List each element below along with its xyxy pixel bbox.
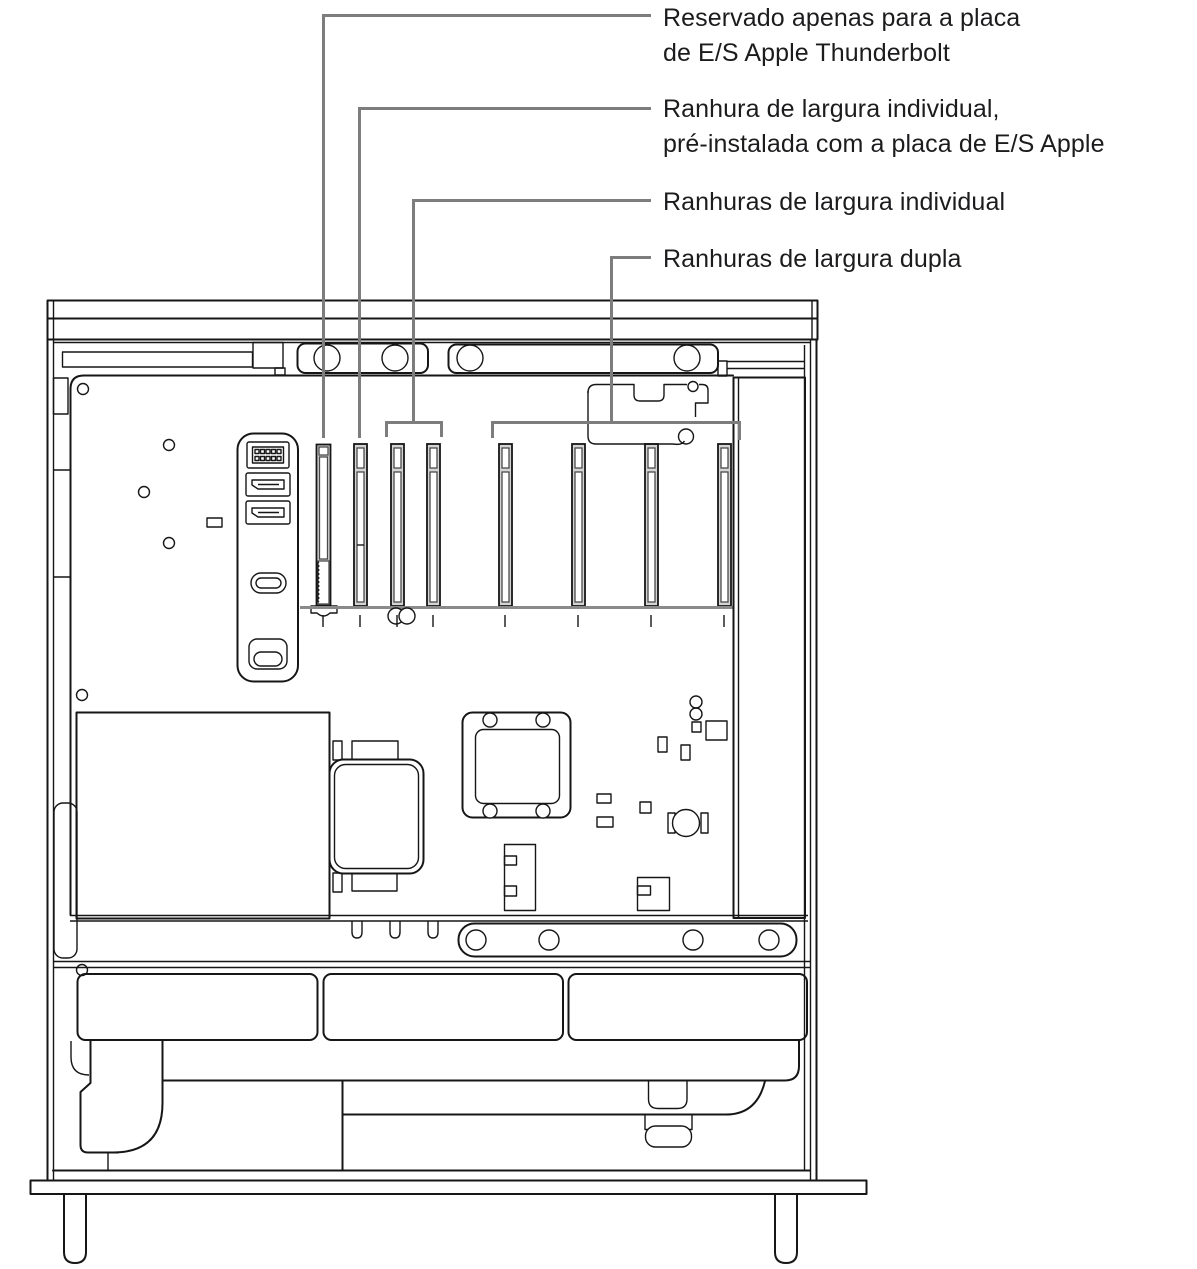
screw-hole	[75, 688, 89, 702]
thunderbolt-port-icon	[248, 638, 288, 670]
callout-label-single-wide: Ranhuras de largura individual	[663, 185, 1005, 220]
main-panel	[69, 374, 734, 977]
slot-latch-cutout	[587, 380, 709, 446]
cpu-bracket	[461, 711, 572, 819]
pcie-slot-8	[717, 443, 732, 607]
label-line: Ranhura de largura individual,	[663, 95, 1000, 123]
screw-hole	[162, 438, 176, 452]
bottom-latch	[644, 1113, 693, 1148]
pcie-slot-6	[571, 443, 586, 607]
usb-c-port-icon	[250, 572, 287, 594]
pcie-slot-2	[353, 443, 368, 607]
heatsink	[328, 740, 425, 893]
pcie-slot-3	[390, 443, 405, 607]
latch-bar-left	[296, 342, 429, 374]
callout-label-double-wide: Ranhuras de largura dupla	[663, 242, 962, 277]
fan-module-2	[322, 973, 564, 1041]
displayport-icon	[245, 500, 291, 525]
callout-label-thunderbolt-io: Reservado apenas para a placa de E/S App…	[663, 1, 1020, 71]
pcie-slot-5	[498, 443, 513, 607]
leader-double-wide-bracket	[491, 256, 741, 440]
leader-single-preinstalled	[358, 107, 651, 438]
label-line: Reservado apenas para a placa	[663, 4, 1021, 32]
screw-hole	[162, 536, 176, 550]
slot-position-ticks	[322, 615, 725, 627]
left-duct-tab	[53, 802, 78, 959]
mid-band	[53, 914, 810, 969]
power-connector	[503, 843, 537, 912]
pcie-slot-1-thunderbolt-io	[310, 443, 338, 617]
screw-bar	[457, 922, 798, 958]
pcie-slot-4	[426, 443, 441, 607]
top-cap	[46, 299, 819, 341]
io-port-column	[236, 432, 299, 683]
fan-module-1	[76, 973, 319, 1041]
latch-bar-right	[447, 343, 719, 374]
power-supply	[75, 711, 331, 920]
screw-hole	[137, 485, 151, 499]
label-line: Ranhuras de largura dupla	[663, 245, 962, 273]
coin-battery	[667, 808, 709, 838]
top-latch-rail	[53, 341, 810, 377]
leader-thunderbolt-io	[322, 14, 651, 438]
left-foot	[63, 1193, 87, 1264]
label-line: Ranhuras de largura individual	[663, 188, 1006, 216]
callout-label-single-preinstalled: Ranhura de largura individual, pré-insta…	[663, 92, 1105, 162]
label-line: pré-instalada com a placa de E/S Apple	[663, 130, 1105, 158]
chassis-outline	[29, 299, 868, 1264]
bottom-tab	[647, 1081, 688, 1110]
base-plate	[29, 1179, 868, 1195]
right-interior-panel	[732, 376, 806, 919]
fan-tray	[70, 973, 808, 1171]
pin-header-icon	[246, 441, 290, 469]
air-duct	[79, 1040, 164, 1170]
displayport-icon	[245, 472, 291, 497]
pcie-slot-7	[644, 443, 659, 607]
aux-connector	[636, 876, 671, 912]
fan-module-3	[567, 973, 808, 1041]
card-edge-contacts	[315, 561, 320, 603]
board-components	[503, 695, 728, 912]
label-line: de E/S Apple Thunderbolt	[663, 39, 950, 67]
logic-board	[75, 695, 728, 920]
leader-single-wide-bracket	[385, 199, 651, 437]
pcie-slot-row	[300, 443, 733, 627]
rail-slot	[61, 351, 254, 368]
right-foot	[774, 1193, 798, 1264]
callout-leader-lines	[322, 14, 741, 440]
screw-hole	[76, 382, 90, 396]
